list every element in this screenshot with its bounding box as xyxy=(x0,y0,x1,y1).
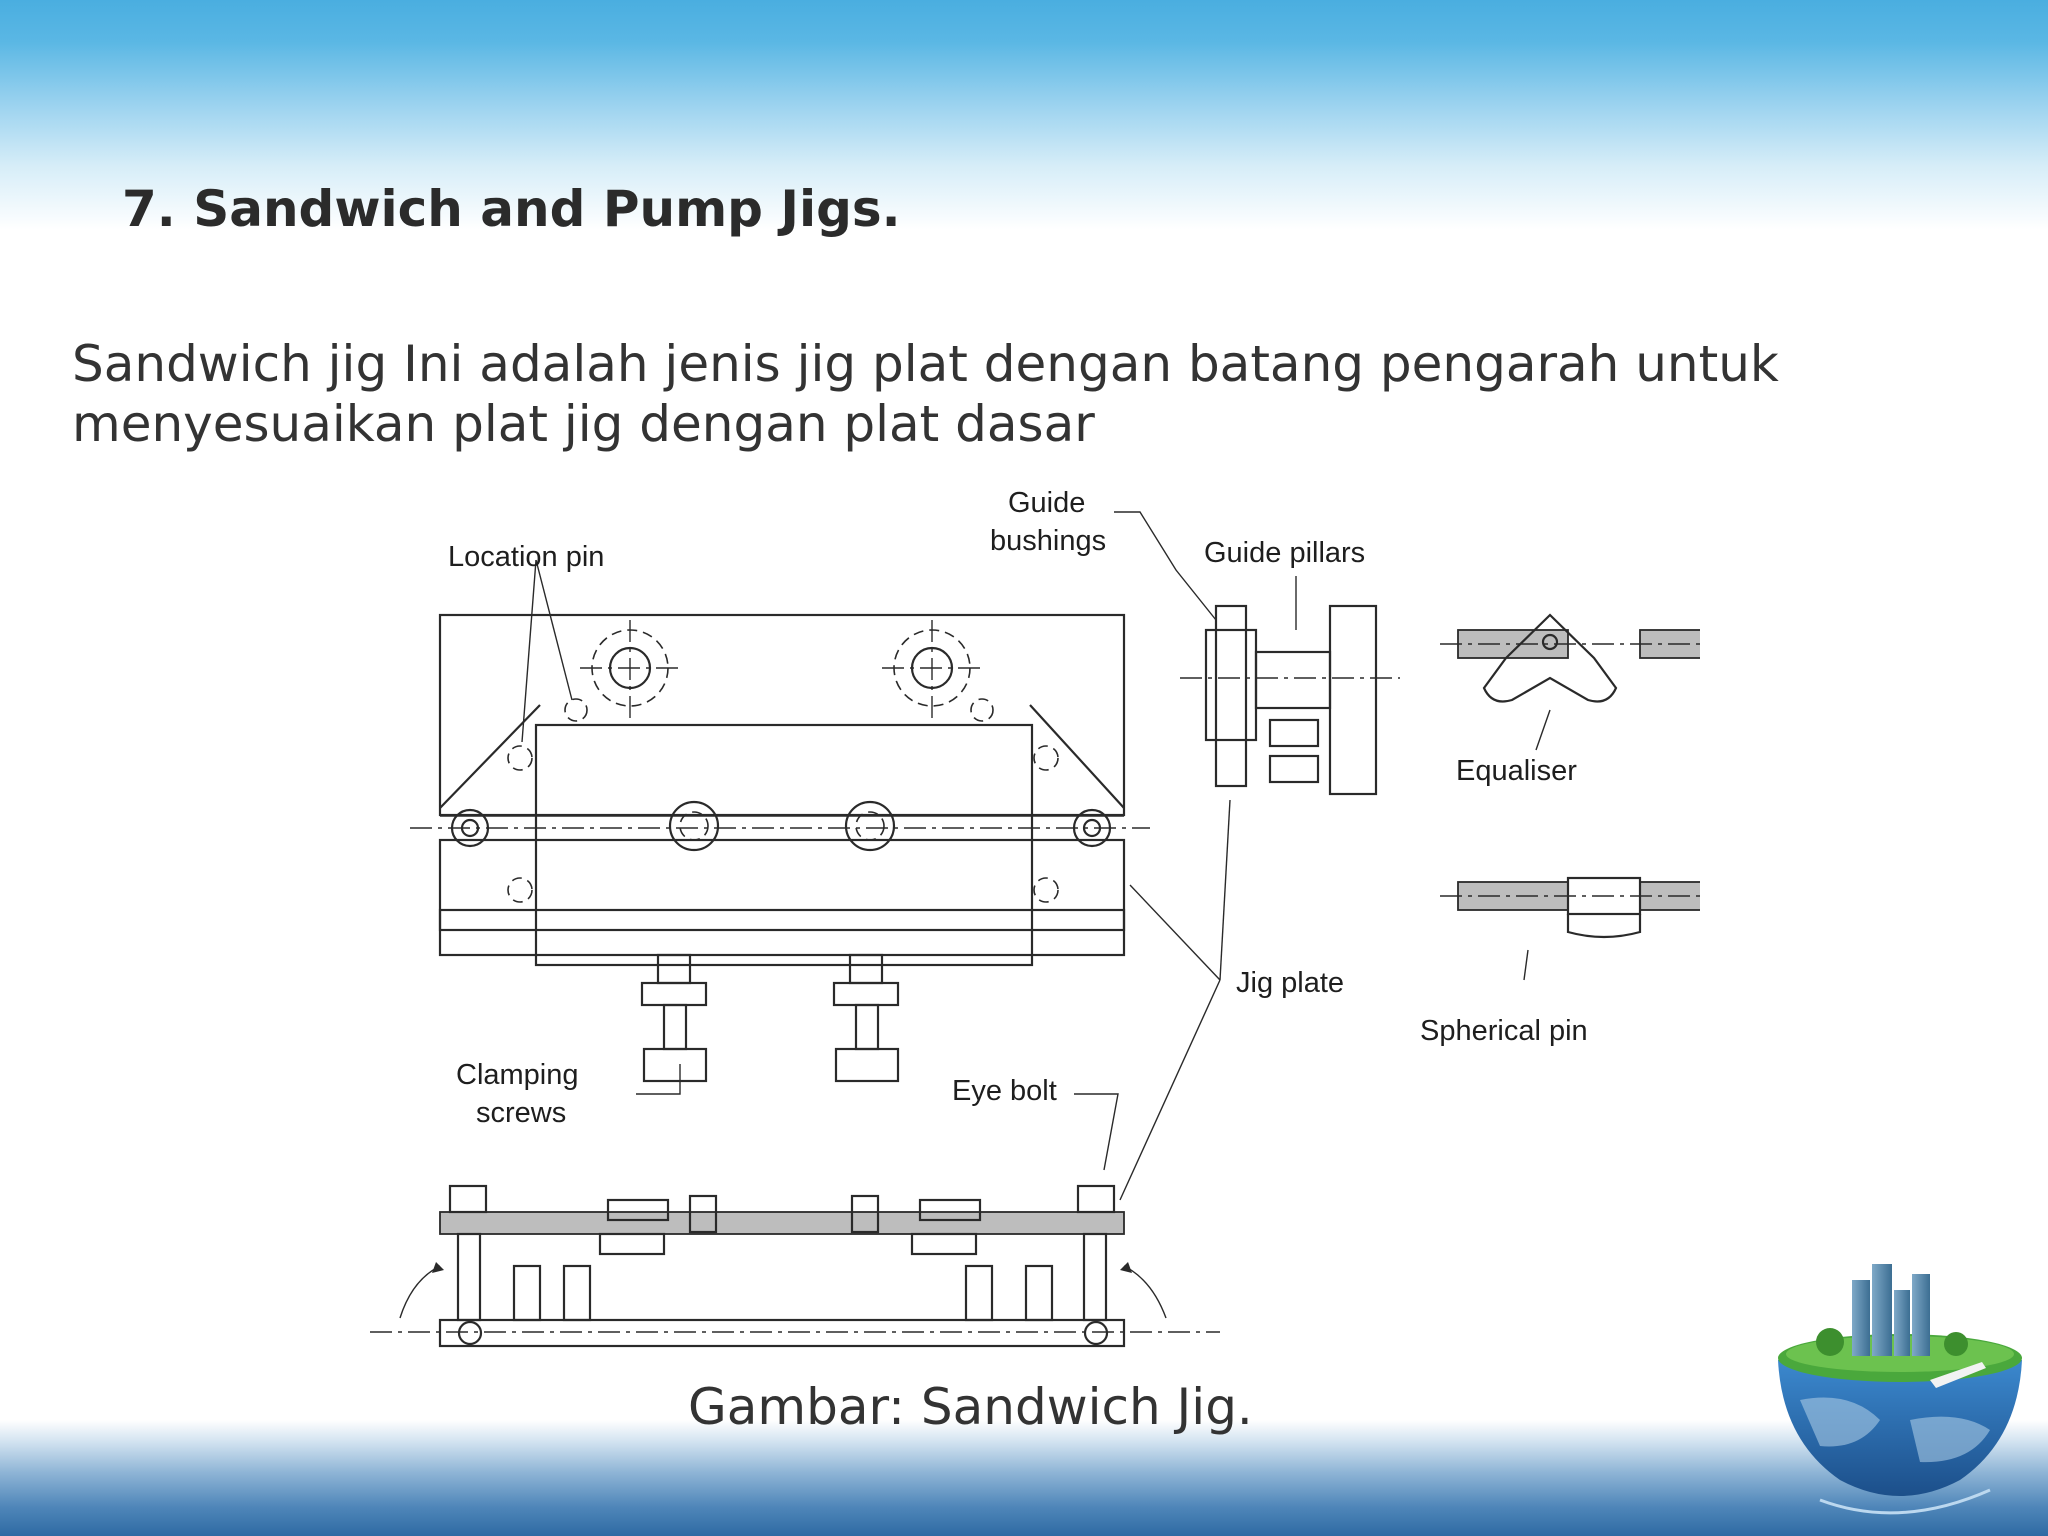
label-guide-pillars: Guide pillars xyxy=(1204,537,1365,569)
guide-pillar-detail xyxy=(1180,604,1400,796)
sandwich-jig-diagram: Location pin Guide bushings Guide pillar… xyxy=(370,487,1700,1348)
label-guide-bushings-line1: Guide xyxy=(1008,487,1085,519)
label-guide-bushings-line2: bushings xyxy=(990,525,1106,557)
label-location-pin: Location pin xyxy=(448,541,604,573)
slide-title: 7. Sandwich and Pump Jigs. xyxy=(122,180,901,238)
front-view xyxy=(370,1184,1220,1348)
label-clamping-screws-line1: Clamping xyxy=(456,1059,579,1091)
label-jig-plate: Jig plate xyxy=(1236,967,1344,999)
slide-body-text: Sandwich jig Ini adalah jenis jig plat d… xyxy=(72,335,1779,453)
header-band xyxy=(0,0,2048,230)
globe-city-icon xyxy=(1778,1264,2022,1515)
spherical-pin-detail xyxy=(1440,876,1700,939)
label-spherical-pin: Spherical pin xyxy=(1420,1015,1588,1047)
label-eye-bolt: Eye bolt xyxy=(952,1075,1057,1107)
leader-lines xyxy=(521,511,1551,1201)
equaliser-detail xyxy=(1440,613,1700,703)
top-view xyxy=(410,613,1150,1083)
label-clamping-screws-line2: screws xyxy=(476,1097,566,1129)
figure-caption: Gambar: Sandwich Jig. xyxy=(688,1378,1253,1436)
footer-band xyxy=(0,1420,2048,1536)
label-equaliser: Equaliser xyxy=(1456,755,1577,787)
